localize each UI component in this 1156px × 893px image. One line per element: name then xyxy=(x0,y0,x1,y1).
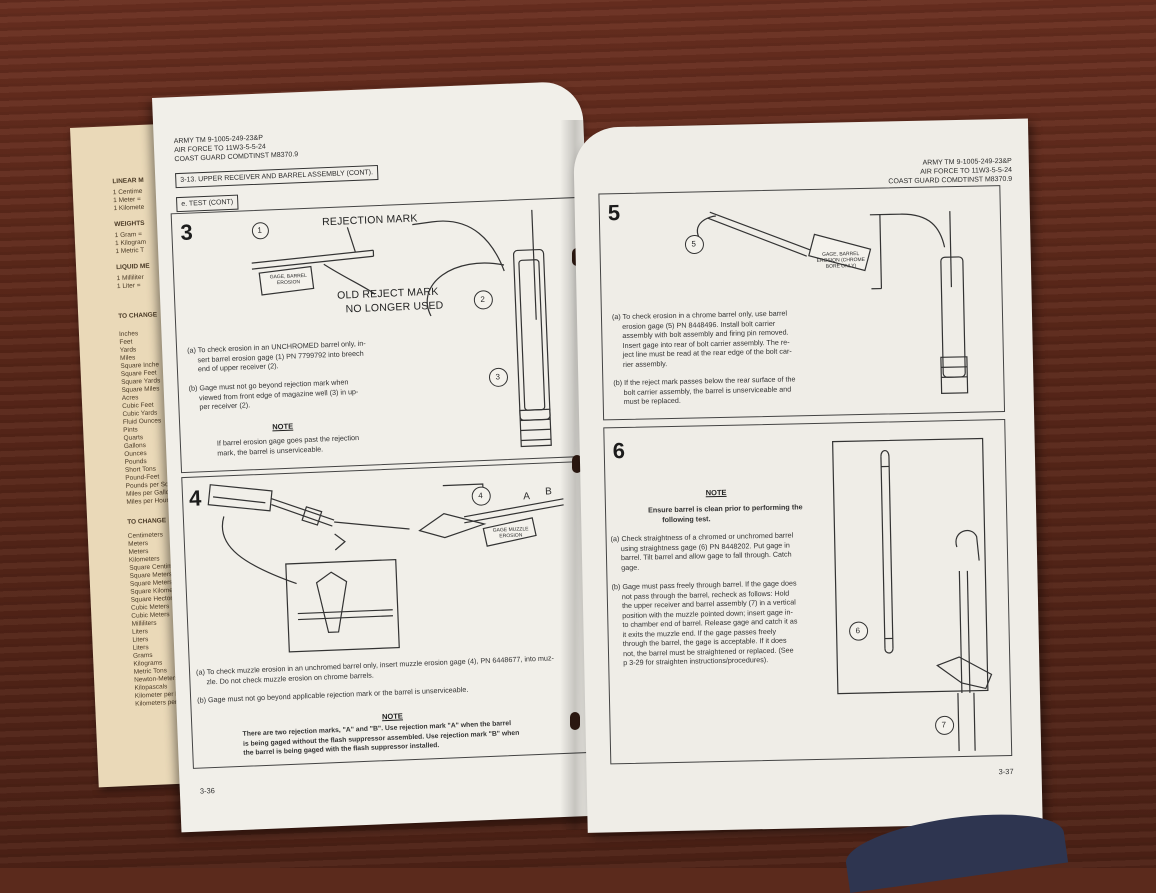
note-heading: NOTE xyxy=(272,422,293,432)
callout-5: 5 xyxy=(691,239,696,248)
callout-2: 2 xyxy=(480,295,485,304)
step-6-panel: 6 NOTE Ensure barrel is clean prior to p… xyxy=(603,419,1012,764)
page-header: ARMY TM 9-1005-249-23&P AIR FORCE TO 11W… xyxy=(174,132,299,164)
gage-tag-label: GAGE, BARREL EROSION (CHROME BORE ONLY) xyxy=(815,251,867,270)
step-4-panel: 4 4 A xyxy=(181,461,598,769)
mark-a-label: A xyxy=(523,492,530,501)
callout-6: 6 xyxy=(855,626,860,635)
page-number: 3-36 xyxy=(200,786,215,796)
muzzle-erosion-gage-illustration xyxy=(182,462,597,768)
barrel-erosion-gage-illustration xyxy=(172,198,586,472)
callout-1: 1 xyxy=(257,226,262,235)
page-header: ARMY TM 9-1005-249-23&P AIR FORCE TO 11W… xyxy=(884,157,1013,187)
manual-page-3-37: ARMY TM 9-1005-249-23&P AIR FORCE TO 11W… xyxy=(573,118,1043,832)
step-5-para-b: (b) If the reject mark passes below the … xyxy=(613,374,796,406)
straightness-gage-illustration xyxy=(604,420,1011,763)
section-title: 3-13. UPPER RECEIVER AND BARREL ASSEMBLY… xyxy=(175,165,378,188)
step-5-para-a: (a) To check erosion in a chrome barrel … xyxy=(612,308,792,369)
callout-4: 4 xyxy=(478,491,483,500)
callout-7: 7 xyxy=(941,720,946,729)
note-heading: NOTE xyxy=(382,711,403,721)
step-5-panel: 5 5 GAGE, BARREL EROSION (CHROME BORE ON… xyxy=(598,185,1005,420)
step-3-panel: 3 REJECTION MARK OLD REJECT MARK NO LONG… xyxy=(171,197,587,473)
page-number: 3-37 xyxy=(998,767,1013,776)
gage-tag-label: GAGE, BARREL EROSION xyxy=(266,273,310,287)
subsection-title: e. TEST (CONT) xyxy=(176,195,238,212)
callout-3: 3 xyxy=(495,372,500,381)
manual-page-3-36: ARMY TM 9-1005-249-23&P AIR FORCE TO 11W… xyxy=(152,81,611,833)
gage-tag-label: GAGE MUZZLE EROSION xyxy=(489,526,533,540)
binder-hole xyxy=(570,712,580,730)
mark-b-label: B xyxy=(545,487,552,496)
